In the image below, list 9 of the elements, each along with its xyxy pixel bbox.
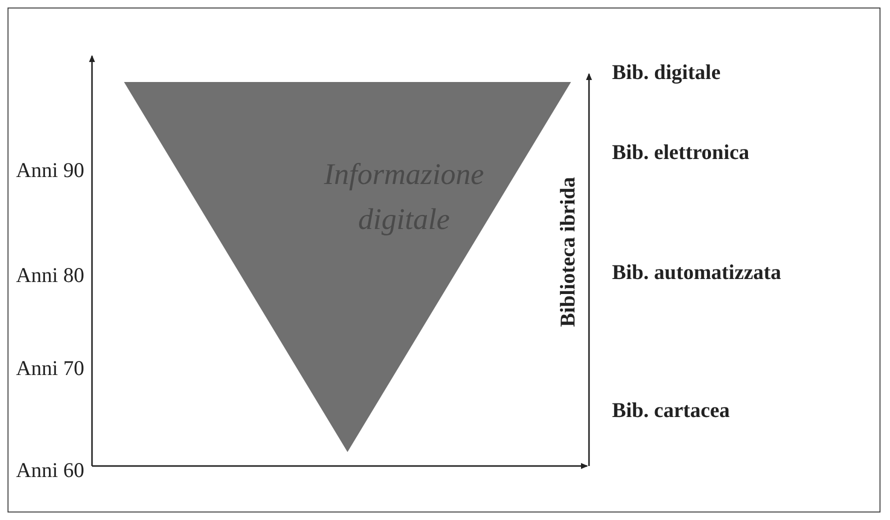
vertical-axis-label: Biblioteca ibrida bbox=[558, 177, 578, 327]
stage-label: Bib. cartacea bbox=[612, 400, 730, 421]
stage-label: Bib. elettronica bbox=[612, 142, 750, 163]
stage-label: Bib. digitale bbox=[612, 62, 721, 83]
decade-label: Anni 80 bbox=[16, 265, 84, 286]
decade-label: Anni 70 bbox=[16, 358, 84, 379]
stage-label: Bib. automatizzata bbox=[612, 262, 782, 283]
decade-label: Anni 90 bbox=[16, 160, 84, 181]
decade-label: Anni 60 bbox=[16, 460, 84, 481]
